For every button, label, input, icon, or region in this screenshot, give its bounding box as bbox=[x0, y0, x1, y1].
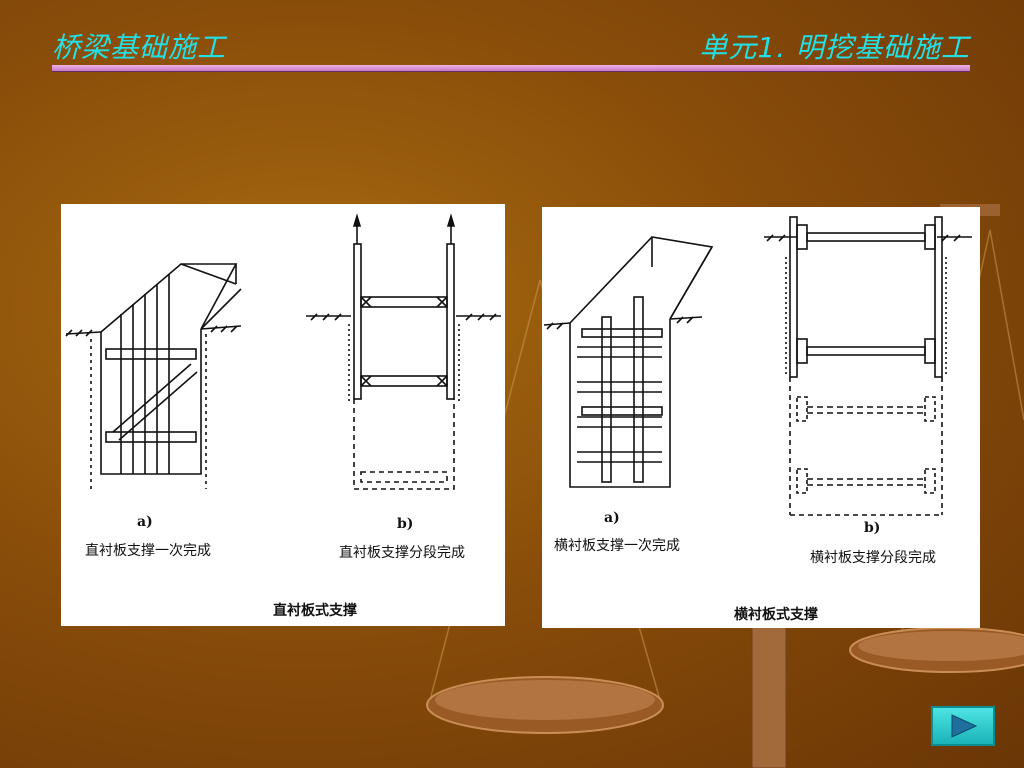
figure-b-caption: 直衬板支撑分段完成 bbox=[339, 545, 465, 561]
figure-a-caption: 直衬板支撑一次完成 bbox=[85, 543, 211, 559]
horizontal-lining-drawing bbox=[543, 216, 972, 516]
figure-title: 直衬板式支撑 bbox=[273, 603, 357, 619]
unit-title: 单元1. 明挖基础施工 bbox=[699, 31, 970, 64]
course-title: 桥梁基础施工 bbox=[52, 31, 227, 64]
figure-b-label: b) bbox=[864, 520, 881, 536]
header-divider bbox=[52, 65, 970, 72]
figure-b-label: b) bbox=[397, 516, 414, 532]
figure-a-label: a) bbox=[604, 510, 620, 526]
vertical-lining-drawing bbox=[65, 213, 501, 490]
figure-title: 横衬板式支撑 bbox=[734, 607, 818, 623]
next-slide-button[interactable] bbox=[931, 706, 995, 746]
figure-a-caption: 横衬板支撑一次完成 bbox=[554, 538, 680, 554]
horizontal-lining-support-figure: a) 横衬板支撑一次完成 b) 横衬板支撑分段完成 横衬板式支撑 bbox=[542, 207, 980, 628]
figure-a-label: a) bbox=[137, 514, 153, 530]
play-triangle-icon bbox=[951, 714, 978, 738]
figure-b-caption: 横衬板支撑分段完成 bbox=[810, 550, 936, 566]
vertical-lining-support-figure: a) 直衬板支撑一次完成 b) 直衬板支撑分段完成 直衬板式支撑 bbox=[61, 204, 505, 626]
